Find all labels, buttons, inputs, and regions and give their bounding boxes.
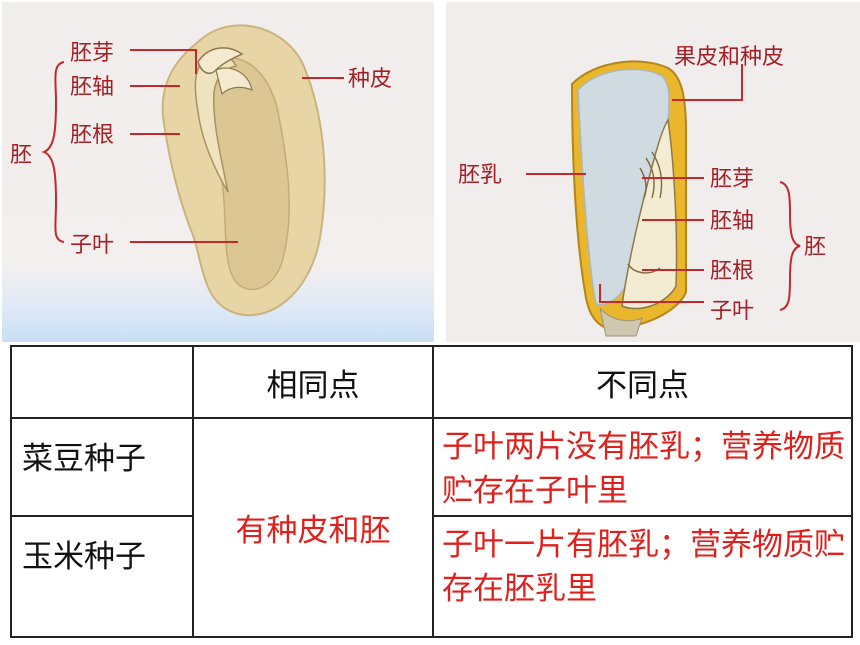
label-seed-coat: 种皮 xyxy=(348,67,392,92)
tip-cap-shape xyxy=(599,307,643,337)
header-different: 不同点 xyxy=(432,345,853,419)
label-pericarp-seed-coat: 果皮和种皮 xyxy=(674,45,784,70)
table-row: 玉米种子 子叶一片有胚乳；营养物质贮存在胚乳里 xyxy=(10,515,853,638)
plumule-ring-1 xyxy=(651,151,663,199)
header-empty-cell xyxy=(10,345,194,419)
corn-seed-diagram: 果皮和种皮 胚乳 胚芽 胚轴 胚根 子叶 胚 xyxy=(446,2,860,342)
label-corn-hypocotyl: 胚轴 xyxy=(710,209,754,234)
plumule-shape xyxy=(197,47,244,75)
row-bean-cell: 菜豆种子 xyxy=(10,417,194,517)
corn-embryo-shape xyxy=(621,117,678,310)
header-similar: 相同点 xyxy=(192,345,434,419)
row-corn-cell: 玉米种子 xyxy=(10,515,194,638)
embryo-brace xyxy=(41,61,65,243)
corn-embryo-brace xyxy=(779,181,801,311)
label-corn-plumule: 胚芽 xyxy=(710,167,754,192)
label-corn-embryo: 胚 xyxy=(804,235,826,260)
label-corn-radicle: 胚根 xyxy=(710,259,754,284)
label-hypocotyl: 胚轴 xyxy=(70,75,114,100)
corn-cotyledon-leader xyxy=(599,284,704,303)
bean-seed-illustration: 胚芽 胚轴 胚根 子叶 胚 种皮 xyxy=(10,24,392,317)
label-radicle: 胚根 xyxy=(70,123,114,148)
table-row: 菜豆种子 有种皮和胚 子叶两片没有胚乳；营养物质贮存在子叶里 xyxy=(10,417,853,638)
label-corn-cotyledon: 子叶 xyxy=(710,299,754,324)
plumule-ring-3 xyxy=(639,167,647,199)
label-plumule: 胚芽 xyxy=(70,41,114,66)
label-cotyledon: 子叶 xyxy=(70,233,114,258)
embryo-axis-shape xyxy=(194,54,238,193)
corn-seed-illustration: 果皮和种皮 胚乳 胚芽 胚轴 胚根 子叶 胚 xyxy=(458,45,826,337)
comparison-table: 相同点 不同点 菜豆种子 有种皮和胚 子叶两片没有胚乳；营养物质贮存在子叶里 玉… xyxy=(10,345,853,638)
row-bean-label: 菜豆种子 xyxy=(22,441,146,477)
row-corn-label: 玉米种子 xyxy=(22,539,146,575)
common-cell: 有种皮和胚 xyxy=(192,417,434,638)
bean-seed-diagram: 胚芽 胚轴 胚根 子叶 胚 种皮 xyxy=(2,2,434,342)
bean-diff-cell: 子叶两片没有胚乳；营养物质贮存在子叶里 xyxy=(432,417,853,517)
plumule-leader xyxy=(130,49,197,74)
corn-diff-cell: 子叶一片有胚乳；营养物质贮存在胚乳里 xyxy=(432,515,853,638)
corn-diff-text: 子叶一片有胚乳；营养物质贮存在胚乳里 xyxy=(442,527,845,607)
plumule-leaf-shape xyxy=(215,67,253,96)
table-header-row: 相同点 不同点 xyxy=(10,345,853,419)
label-embryo: 胚 xyxy=(10,143,32,168)
pericarp-leader xyxy=(672,64,743,101)
bean-diff-text: 子叶两片没有胚乳；营养物质贮存在子叶里 xyxy=(442,429,845,509)
label-endosperm: 胚乳 xyxy=(458,163,502,188)
